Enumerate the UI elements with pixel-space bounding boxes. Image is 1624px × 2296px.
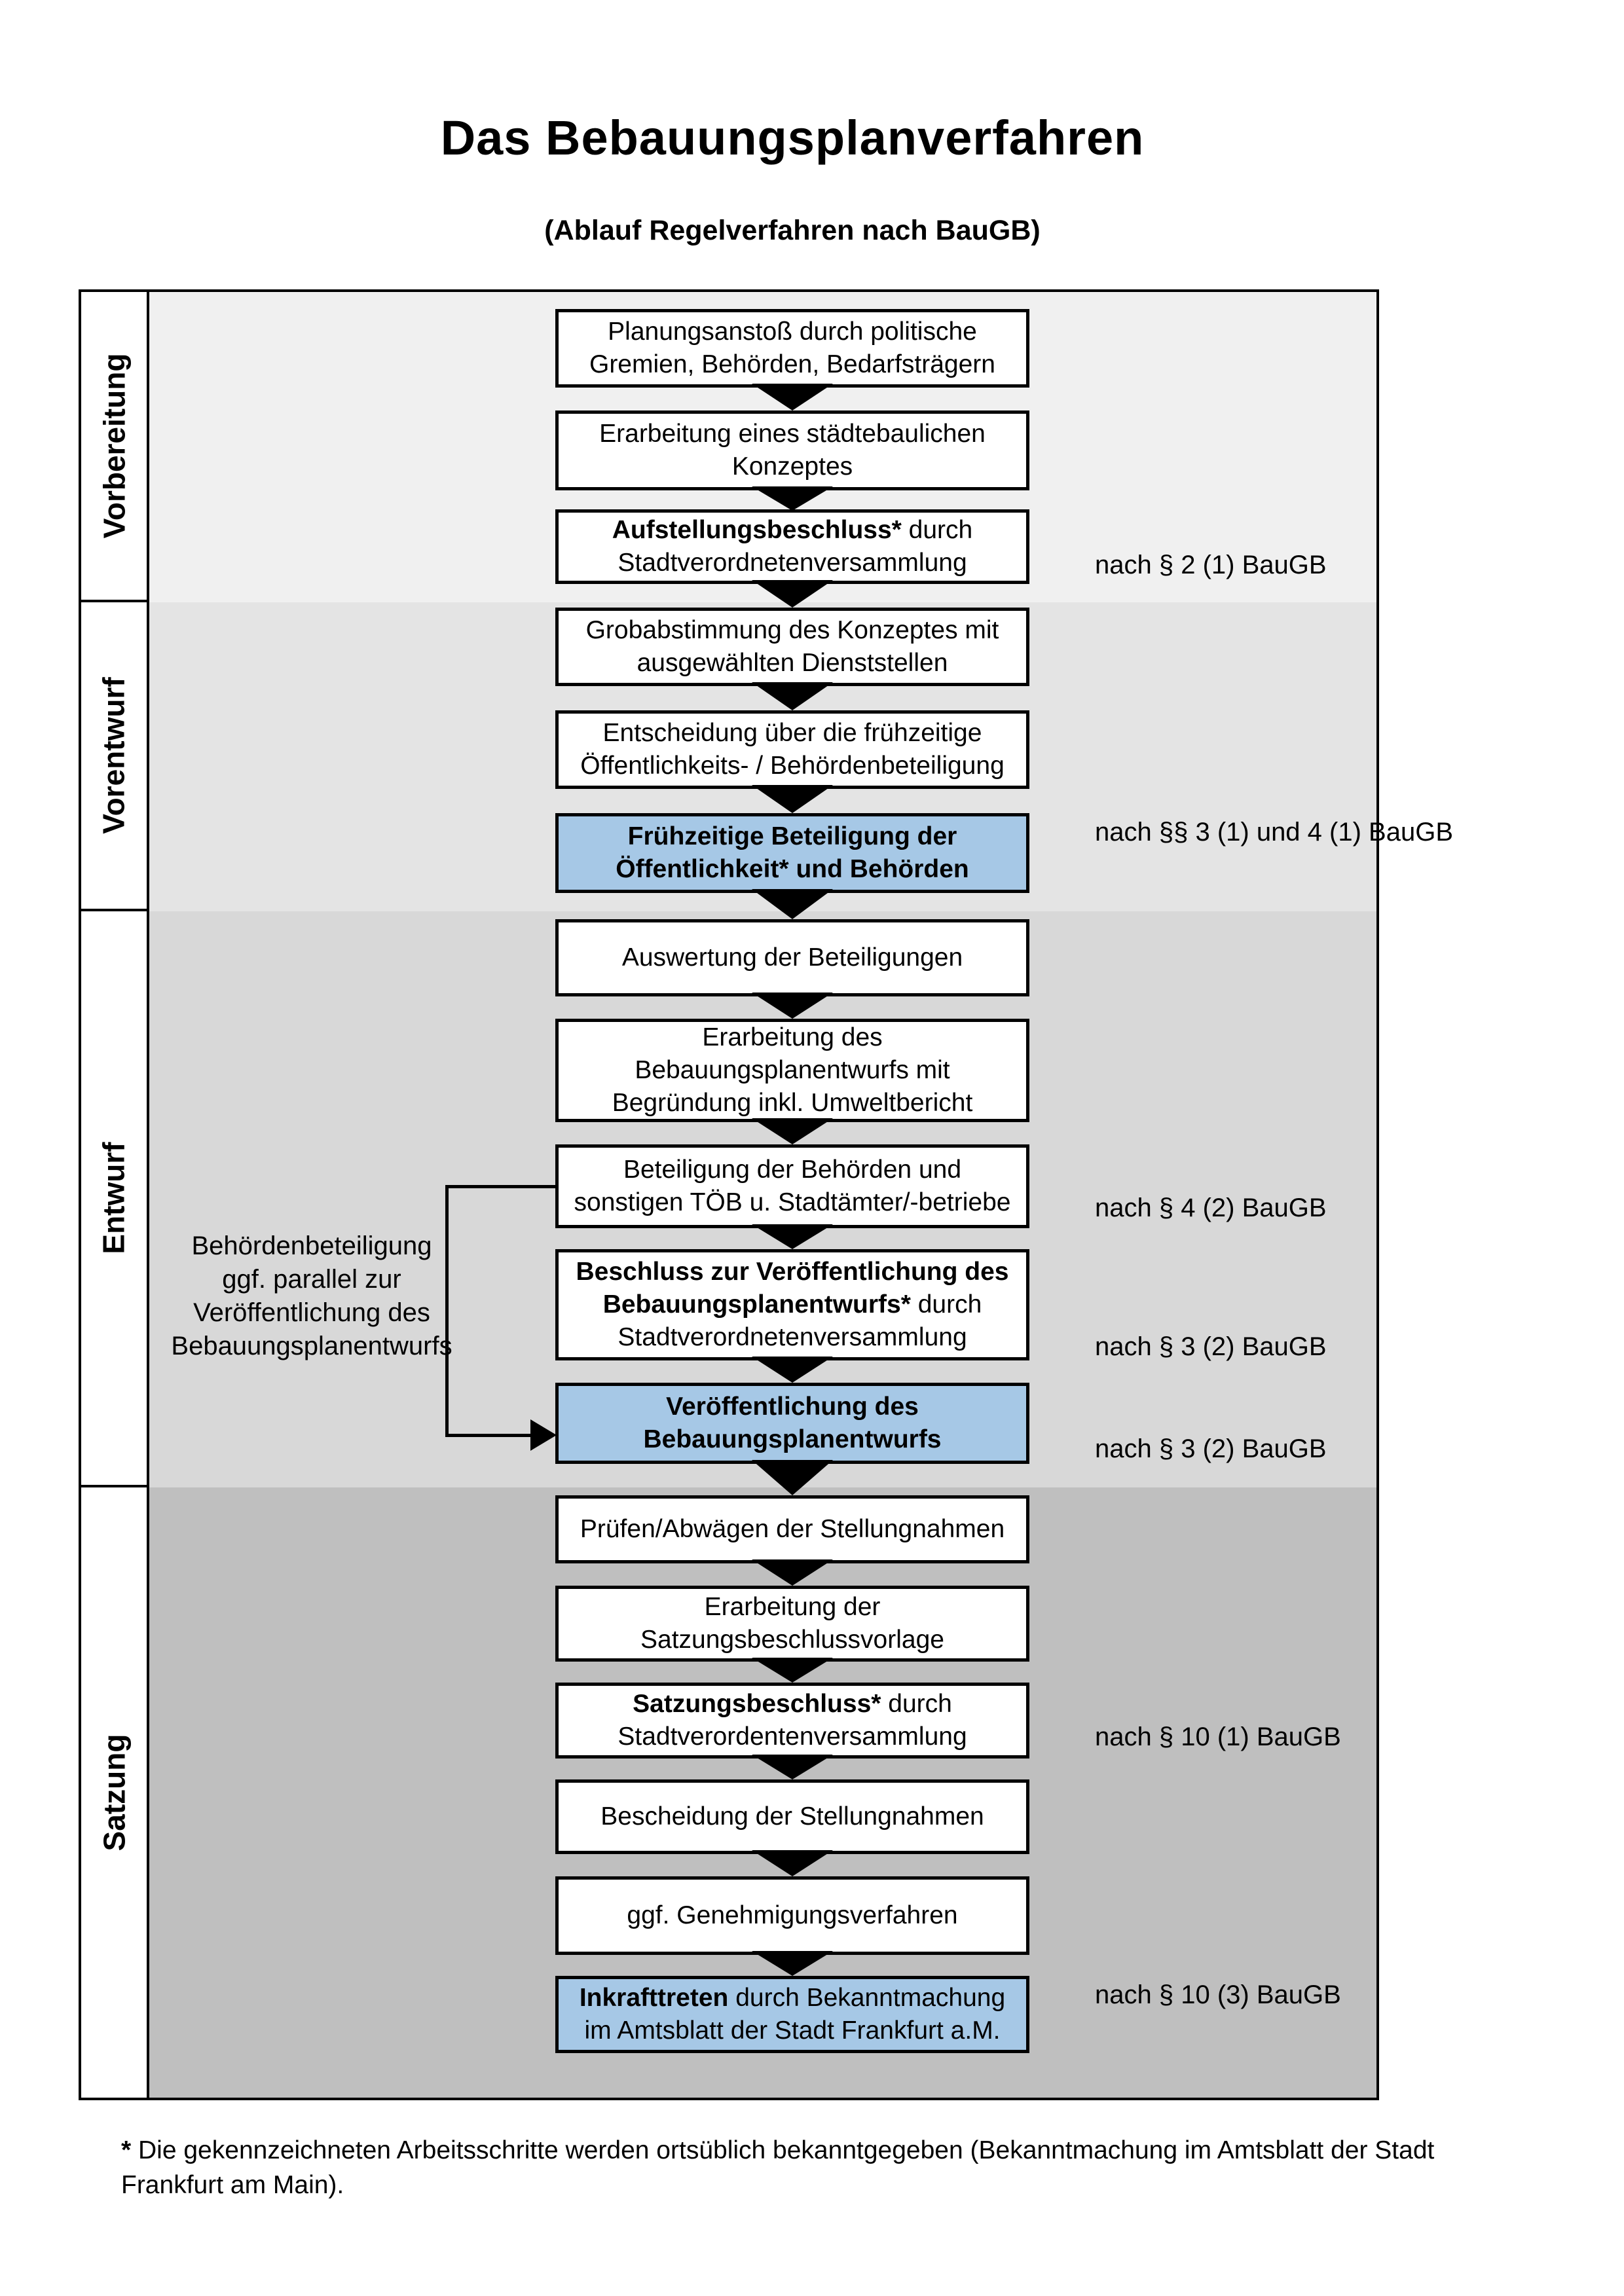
- flow-box-planungsanstoss: Planungsanstoß durch politische Gremien,…: [555, 309, 1029, 388]
- parallel-connector-top: [445, 1185, 557, 1188]
- page-subtitle: (Ablauf Regelverfahren nach BauGB): [544, 215, 1041, 246]
- parallel-note: Behördenbeteiligung ggf. parallel zur Ve…: [171, 1231, 452, 1360]
- law-reference: nach § 10 (1) BauGB: [1095, 1722, 1341, 1751]
- flow-box-behoerdenbeteiligung: Beteiligung der Behörden und sonstigen T…: [555, 1144, 1029, 1228]
- down-arrow-icon: [752, 1559, 833, 1586]
- down-arrow-icon: [752, 486, 833, 511]
- flow-box-konzept-erarbeitung: Erarbeitung eines städtebaulichen Konzep…: [555, 410, 1029, 490]
- down-arrow-icon: [752, 682, 833, 710]
- law-reference: nach § 3 (2) BauGB: [1095, 1434, 1327, 1463]
- phase-cell-vorbereitung: Vorbereitung: [81, 292, 149, 602]
- footnote-asterisk: *: [121, 2136, 139, 2164]
- law-reference: nach § 2 (1) BauGB: [1095, 551, 1327, 579]
- parallel-connector-vertical: [445, 1185, 449, 1437]
- phase-cell-entwurf: Entwurf: [81, 911, 149, 1487]
- footnote: * Die gekennzeichneten Arbeitsschritte w…: [121, 2133, 1555, 2202]
- footnote-text: Die gekennzeichneten Arbeitsschritte wer…: [121, 2136, 1435, 2199]
- down-arrow-icon: [752, 1658, 833, 1683]
- down-arrow-icon: [752, 1951, 833, 1976]
- flow-box-aufstellungsbeschluss: Aufstellungsbeschluss* durch Stadtverord…: [555, 509, 1029, 584]
- down-arrow-icon: [752, 889, 833, 919]
- law-reference: nach § 4 (2) BauGB: [1095, 1194, 1327, 1222]
- law-reference: nach §§ 3 (1) und 4 (1) BauGB: [1095, 818, 1453, 847]
- flow-box-entwurf-erarbeitung: Erarbeitung des Bebauungsplanentwurfs mi…: [555, 1019, 1029, 1122]
- down-arrow-icon: [752, 1224, 833, 1249]
- right-arrow-icon: [530, 1419, 557, 1451]
- law-reference: nach § 10 (3) BauGB: [1095, 1980, 1341, 2009]
- flow-box-fruehzeitige-beteiligung: Frühzeitige Beteiligung der Öffentlichke…: [555, 813, 1029, 893]
- flow-box-genehmigungsverfahren: ggf. Genehmigungsverfahren: [555, 1876, 1029, 1955]
- flow-box-bescheidung: Bescheidung der Stellungnahmen: [555, 1779, 1029, 1854]
- flow-box-pruefen-abwaegen: Prüfen/Abwägen der Stellungnahmen: [555, 1495, 1029, 1563]
- parallel-connector-bottom: [445, 1434, 532, 1437]
- down-arrow-icon: [752, 785, 833, 813]
- down-arrow-icon: [752, 1850, 833, 1876]
- down-arrow-icon: [752, 1755, 833, 1779]
- phase-cell-satzung: Satzung: [81, 1487, 149, 2098]
- flow-box-auswertung: Auswertung der Beteiligungen: [555, 919, 1029, 996]
- flow-box-inkrafttreten: Inkrafttreten durch Bekanntmachung im Am…: [555, 1976, 1029, 2053]
- down-arrow-icon: [752, 580, 833, 608]
- flow-box-entscheidung-beteiligung: Entscheidung über die frühzeitige Öffent…: [555, 710, 1029, 789]
- down-arrow-icon: [752, 384, 833, 410]
- flow-box-satzungsbeschluss: Satzungsbeschluss* durch Stadtverordente…: [555, 1683, 1029, 1758]
- diagram-frame: [79, 289, 1379, 2100]
- down-arrow-icon: [752, 993, 833, 1019]
- flow-box-grobabstimmung: Grobabstimmung des Konzeptes mit ausgewä…: [555, 608, 1029, 686]
- page-title: Das Bebauungsplanverfahren: [440, 111, 1145, 165]
- down-arrow-icon: [752, 1118, 833, 1144]
- down-arrow-icon: [752, 1357, 833, 1383]
- flow-box-satzungsvorlage: Erarbeitung der Satzungsbeschlussvorlage: [555, 1586, 1029, 1662]
- down-arrow-icon: [752, 1460, 833, 1495]
- flow-box-veroeffentlichungsbeschluss: Beschluss zur Veröffentlichung des Bebau…: [555, 1249, 1029, 1360]
- phase-cell-vorentwurf: Vorentwurf: [81, 602, 149, 911]
- law-reference: nach § 3 (2) BauGB: [1095, 1332, 1327, 1361]
- flow-box-veroeffentlichung: Veröffentlichung des Bebauungsplanentwur…: [555, 1383, 1029, 1464]
